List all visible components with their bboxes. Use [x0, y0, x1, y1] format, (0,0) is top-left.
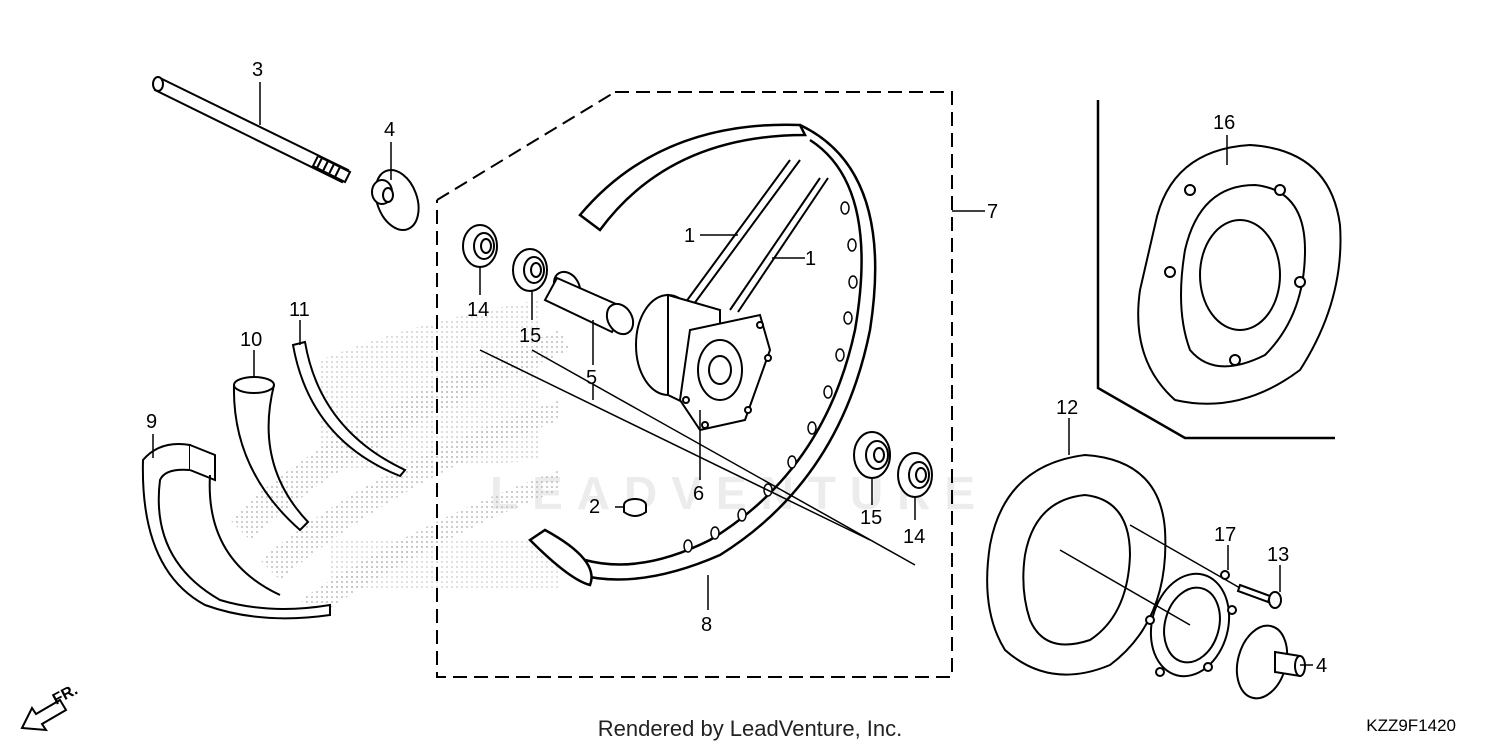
honda-wing-logo [230, 300, 570, 615]
distance-collar [543, 270, 635, 336]
callout-15-right: 15 [860, 507, 882, 529]
axle-collar-bottom [1235, 624, 1306, 700]
callout-7: 7 [987, 201, 998, 223]
bearing-right-inner [853, 431, 891, 479]
callout-9: 9 [146, 411, 157, 433]
footer-credit: Rendered by LeadVenture, Inc. [597, 716, 903, 741]
axle-collar-top [371, 169, 420, 231]
callout-1-right: 1 [805, 248, 816, 270]
tire [141, 443, 331, 620]
callout-1-left: 1 [684, 225, 695, 247]
callout-2: 2 [589, 496, 600, 518]
callout-14-right: 14 [903, 526, 925, 548]
callout-3: 3 [252, 59, 263, 81]
callout-labels: 3 4 7 1 1 14 15 5 6 2 15 14 8 10 11 9 16… [146, 59, 1327, 677]
rim-strip [291, 340, 407, 478]
bearing-left-inner [512, 248, 548, 292]
rim [528, 123, 877, 587]
callout-4-bottom: 4 [1316, 655, 1327, 677]
brake-disc-12 [986, 453, 1167, 676]
callout-4-top: 4 [384, 119, 395, 141]
callout-14-left: 14 [467, 299, 489, 321]
disc-box [1096, 100, 1335, 440]
callout-15-left: 15 [519, 325, 541, 347]
callout-12: 12 [1056, 397, 1078, 419]
callout-16: 16 [1213, 112, 1235, 134]
bearing-right-outer [897, 452, 933, 498]
wheel-assembly-box [436, 91, 953, 678]
callout-8: 8 [701, 614, 712, 636]
rim-spoke-holes [683, 201, 858, 553]
bearing-left-outer [462, 224, 498, 268]
axle [152, 76, 352, 184]
tube [232, 376, 310, 532]
leader-lines [152, 82, 1313, 666]
diagram-code: KZZ9F1420 [1366, 716, 1456, 735]
callout-5: 5 [586, 367, 597, 389]
brake-disc-16 [1137, 143, 1342, 405]
callout-11: 11 [289, 299, 310, 321]
callout-6: 6 [693, 483, 704, 505]
bolt [1236, 583, 1282, 609]
valve-cap [623, 498, 647, 517]
callout-17: 17 [1214, 524, 1236, 546]
callout-10: 10 [240, 329, 262, 351]
watermark: LEADVENTURE [490, 467, 990, 519]
hub [635, 293, 772, 432]
callout-13: 13 [1267, 544, 1289, 566]
spokes [679, 159, 829, 313]
